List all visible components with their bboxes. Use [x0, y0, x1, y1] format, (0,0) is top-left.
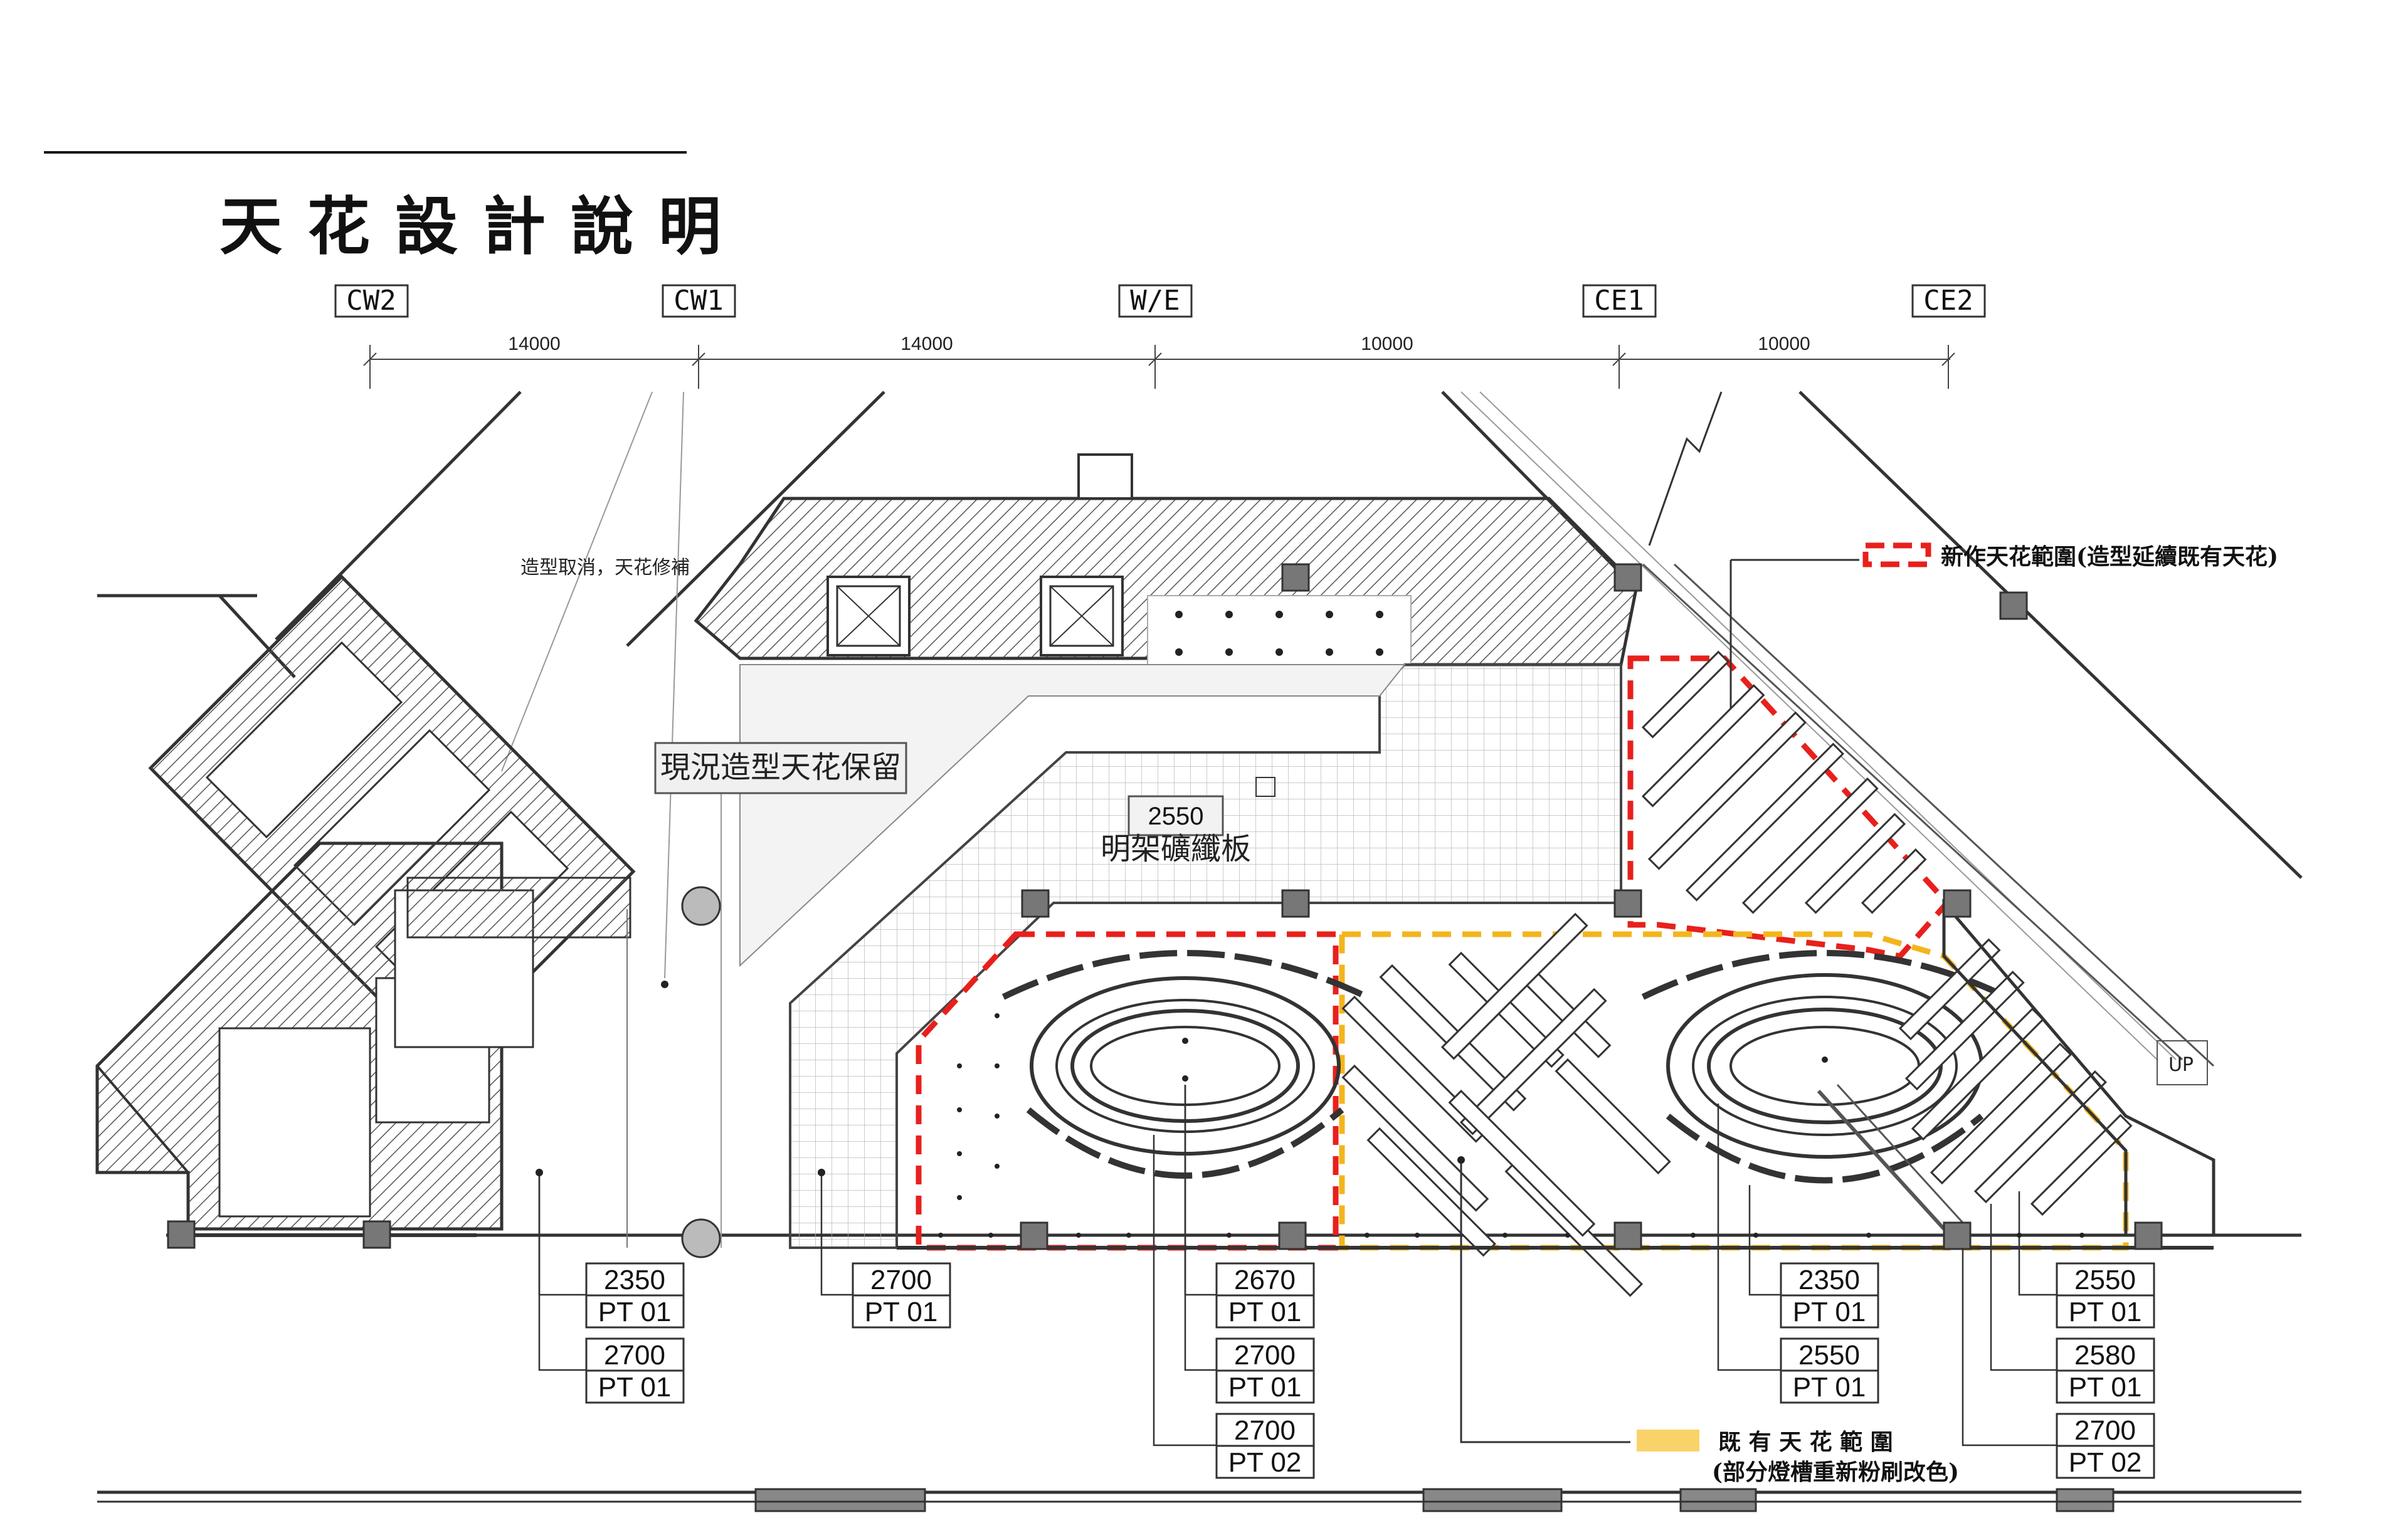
- escalator: [1642, 563, 2215, 1231]
- svg-text:PT 01: PT 01: [1793, 1372, 1866, 1403]
- grid-axis-cw2: CW2: [334, 284, 409, 318]
- tag-10: 2580 PT 01: [2056, 1337, 2155, 1404]
- svg-text:PT 01: PT 01: [598, 1297, 672, 1327]
- svg-text:現況造型天花保留: 現況造型天花保留: [660, 750, 901, 785]
- svg-text:新作天花範圍(造型延續既有天花): 新作天花範圍(造型延續既有天花): [1941, 544, 2278, 570]
- legend-existing-ceiling: 既 有 天 花 範 圍 (部分燈槽重新粉刷改色): [1637, 1429, 1959, 1485]
- columns: [167, 563, 2163, 1250]
- page-title: 天花設計說明: [219, 189, 746, 263]
- downlights: [536, 611, 2084, 1238]
- light-slots-right: [1898, 938, 2133, 1216]
- grid-axis-ce1: CE1: [1582, 284, 1657, 318]
- lower-building-strip: [754, 1488, 2115, 1512]
- dimension-line: [363, 345, 1955, 389]
- svg-text:2670: 2670: [1234, 1265, 1296, 1295]
- legend-new-ceiling: 新作天花範圍(造型延續既有天花): [1862, 542, 2278, 570]
- svg-text:PT 01: PT 01: [865, 1297, 938, 1327]
- tags: 2350 PT 01 2700 PT 01 2700 PT 01 2670 PT…: [585, 1262, 2155, 1479]
- svg-text:PT 01: PT 01: [1228, 1297, 1302, 1327]
- svg-text:(部分燈槽重新粉刷改色): (部分燈槽重新粉刷改色): [1712, 1459, 1959, 1485]
- svg-text:2700: 2700: [2074, 1415, 2136, 1446]
- tag-4: 2670 PT 01: [1215, 1262, 1315, 1329]
- grid-axis-ce2: CE2: [1911, 284, 1986, 318]
- up-label: UP: [2168, 1054, 2194, 1076]
- tag-8: 2550 PT 01: [1780, 1337, 1879, 1404]
- access-panel-icon: [1255, 777, 1275, 797]
- svg-text:2580: 2580: [2074, 1340, 2136, 1371]
- svg-text:PT 01: PT 01: [2069, 1297, 2142, 1327]
- svg-text:PT 01: PT 01: [598, 1372, 672, 1403]
- toilet-block-lower: [95, 841, 631, 1231]
- svg-text:2350: 2350: [604, 1265, 665, 1295]
- keep-existing-label: 現況造型天花保留: [654, 742, 907, 794]
- light-slots-center: [1341, 912, 1671, 1297]
- note-removed: 造型取消，天花修補: [520, 557, 690, 579]
- tag-5: 2700 PT 01: [1215, 1337, 1315, 1404]
- grid-ceiling-area: [739, 663, 1622, 1249]
- svg-text:2700: 2700: [1234, 1340, 1296, 1371]
- dim-ce1-ce2: 10000: [1758, 334, 1810, 354]
- grid-axis-cw1: CW1: [662, 284, 736, 318]
- tag-3: 2700 PT 01: [852, 1262, 951, 1329]
- light-slots-triangle: [1641, 650, 1927, 914]
- grid-axes: CW2 CW1 W/E CE1 CE2: [334, 284, 1986, 318]
- svg-text:既 有 天 花 範 圍: 既 有 天 花 範 圍: [1718, 1429, 1893, 1455]
- grid-ceiling-tag: 2550 明架礦纖板: [1101, 795, 1251, 867]
- svg-text:CW2: CW2: [346, 285, 396, 317]
- svg-text:明架礦纖板: 明架礦纖板: [1101, 831, 1251, 867]
- svg-text:PT 02: PT 02: [2069, 1447, 2142, 1478]
- svg-text:PT 01: PT 01: [1793, 1297, 1866, 1327]
- tag-9: 2550 PT 01: [2056, 1262, 2155, 1329]
- svg-text:2550: 2550: [2074, 1265, 2136, 1295]
- grid-axis-we: W/E: [1118, 284, 1193, 318]
- svg-text:2350: 2350: [1798, 1265, 1860, 1295]
- tag-leaders: [538, 1085, 2057, 1446]
- tag-6: 2700 PT 02: [1215, 1413, 1315, 1479]
- svg-text:W/E: W/E: [1130, 285, 1180, 317]
- svg-text:CE2: CE2: [1923, 285, 1973, 317]
- svg-text:CW1: CW1: [673, 285, 723, 317]
- dim-cw2-cw1: 14000: [508, 334, 560, 354]
- svg-text:2700: 2700: [1234, 1415, 1296, 1446]
- dim-cw1-we: 14000: [900, 334, 953, 354]
- svg-text:CE1: CE1: [1594, 285, 1644, 317]
- svg-text:2550: 2550: [1148, 803, 1204, 830]
- tag-7: 2350 PT 01: [1780, 1262, 1879, 1329]
- round-columns: [681, 886, 721, 1258]
- svg-text:PT 01: PT 01: [1228, 1372, 1302, 1403]
- new-ceiling-region: [916, 655, 1951, 1251]
- svg-text:PT 01: PT 01: [2069, 1372, 2142, 1403]
- svg-text:2550: 2550: [1798, 1340, 1860, 1371]
- svg-text:2700: 2700: [604, 1340, 665, 1371]
- tag-1: 2350 PT 01: [585, 1262, 685, 1329]
- tag-2: 2700 PT 01: [585, 1337, 685, 1404]
- svg-text:2700: 2700: [870, 1265, 932, 1295]
- svg-text:PT 02: PT 02: [1228, 1447, 1302, 1478]
- corridor-band: [694, 453, 1639, 667]
- dim-we-ce1: 10000: [1361, 334, 1413, 354]
- tag-11: 2700 PT 02: [2056, 1413, 2155, 1479]
